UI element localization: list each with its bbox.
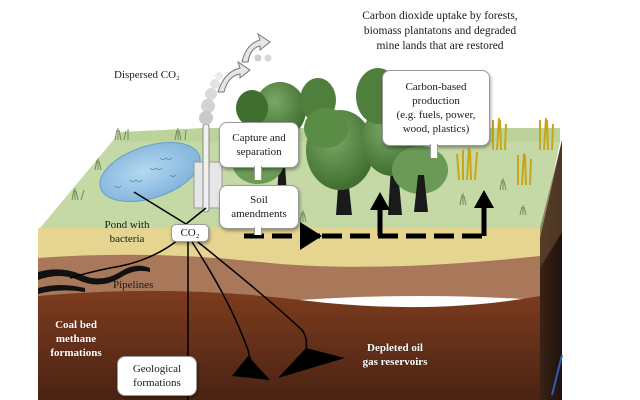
geological-formations-callout: Geological formations — [117, 356, 197, 396]
injection-tip-1 — [232, 356, 270, 380]
co2-node: CO₂ — [171, 224, 209, 242]
depleted-line: gas reservoirs — [362, 356, 428, 368]
pond — [99, 142, 201, 202]
injection-tip-2 — [278, 348, 345, 378]
coal-bed-label: Coal bed methane formations — [46, 318, 106, 360]
forest-uptake-note: Carbon dioxide uptake by forests, biomas… — [340, 9, 540, 54]
smokestack — [202, 123, 210, 213]
pond-label-line: bacteria — [109, 233, 145, 245]
pond-label-line: Pond with — [104, 219, 150, 231]
flow-arrowhead-up-2 — [474, 190, 494, 208]
biomass-crops — [456, 117, 554, 186]
carbon-production-callout: Carbon-based production (e.g. fuels, pow… — [382, 70, 490, 146]
capture-callout-tail — [254, 166, 262, 180]
depleted-reservoirs-label: Depleted oil gas reservoirs — [360, 341, 430, 369]
co2-node-label: CO₂ — [180, 227, 200, 239]
capture-separation-callout: Capture and separation — [219, 122, 299, 168]
blue-streak — [551, 354, 563, 396]
callout-line: production — [412, 95, 460, 107]
callout-line: Geological — [132, 363, 182, 375]
callout-line: Soil — [250, 194, 268, 206]
pipelines — [38, 265, 150, 294]
flow-arrowhead-right — [300, 222, 322, 250]
flow-arrowhead-up-1 — [370, 192, 390, 210]
depleted-line: Depleted oil — [367, 342, 423, 354]
co2-release-arrow-2 — [241, 32, 271, 63]
pond-label: Pond with bacteria — [100, 218, 154, 246]
soil-amendments-callout: Soil amendments — [219, 185, 299, 229]
pond-ripples — [114, 157, 177, 188]
callout-line: (e.g. fuels, power, — [396, 109, 476, 121]
callout-line: wood, plastics) — [402, 123, 470, 135]
dispersed-co2-label: Dispersed CO₂ — [114, 69, 180, 81]
callout-line: Carbon-based — [405, 81, 467, 93]
coal-bed-line: Coal bed — [55, 319, 97, 331]
note-line: Carbon dioxide uptake by forests, — [362, 10, 518, 22]
note-line: biomass plantatons and degraded — [363, 25, 517, 37]
callout-line: amendments — [231, 208, 287, 220]
production-callout-tail — [430, 144, 438, 158]
coal-bed-line: formations — [50, 347, 102, 359]
deep-soil-layer — [38, 290, 540, 400]
note-line: mine lands that are restored — [376, 40, 504, 52]
coal-bed-line: methane — [55, 333, 97, 345]
callout-line: separation — [236, 146, 282, 158]
callout-line: Capture and — [232, 132, 286, 144]
smoke-plume — [199, 54, 272, 125]
co2-release-arrow-1 — [217, 60, 251, 93]
grass-tufts — [71, 128, 527, 223]
pipelines-label: Pipelines — [113, 279, 154, 291]
block-side-sand — [540, 140, 562, 268]
soil-callout-tail — [254, 227, 262, 235]
callout-line: formations — [133, 377, 181, 389]
